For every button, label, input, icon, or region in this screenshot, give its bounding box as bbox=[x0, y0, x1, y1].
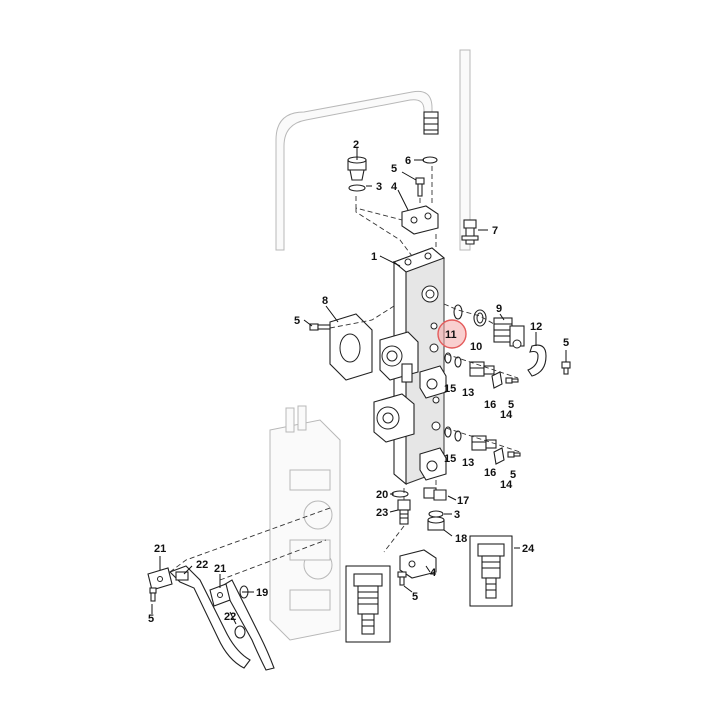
callout-14-lower: 14 bbox=[500, 479, 513, 491]
solenoid-housing-upper bbox=[379, 331, 419, 383]
callout-22-a: 22 bbox=[196, 559, 208, 571]
screw-part-14-upper bbox=[505, 377, 519, 384]
screw-part-14-lower bbox=[507, 451, 521, 458]
callout-5-lower-stack: 5 bbox=[510, 469, 516, 481]
callout-7: 7 bbox=[492, 225, 498, 237]
callout-13-upper: 13 bbox=[462, 387, 474, 399]
screw-part-5-right bbox=[561, 361, 571, 375]
callout-24: 24 bbox=[522, 543, 535, 555]
callout-5-upper-stack: 5 bbox=[508, 399, 514, 411]
callout-4-top: 4 bbox=[391, 181, 398, 193]
oring-part-15-d bbox=[454, 430, 462, 442]
valve-cartridge-part-9 bbox=[493, 317, 525, 349]
screw-part-5-top bbox=[415, 177, 425, 197]
callout-19: 19 bbox=[256, 587, 268, 599]
callout-8: 8 bbox=[322, 295, 328, 307]
fitting-group-lower bbox=[444, 426, 521, 465]
callout-17: 17 bbox=[457, 495, 469, 507]
bracket-part-4-lower bbox=[399, 549, 437, 579]
callout-21-b: 21 bbox=[214, 563, 226, 575]
callout-1: 1 bbox=[371, 251, 377, 263]
callout-16-lower: 16 bbox=[484, 467, 496, 479]
fitting-part-22-b bbox=[234, 625, 246, 639]
highlight-callout-11 bbox=[437, 319, 467, 349]
oring-part-15-b bbox=[454, 356, 462, 368]
hose-assembly bbox=[169, 507, 331, 671]
callout-18: 18 bbox=[455, 533, 467, 545]
bracket-part-21-a bbox=[147, 567, 173, 591]
adapter-part-13-upper bbox=[469, 361, 495, 377]
inset-box-left bbox=[345, 565, 391, 643]
oring-part-20 bbox=[391, 490, 409, 498]
callout-12: 12 bbox=[530, 321, 542, 333]
callout-16-upper: 16 bbox=[484, 399, 496, 411]
gasket-plate-part-8 bbox=[329, 313, 373, 381]
callout-5-lower: 5 bbox=[412, 591, 418, 603]
clip-part-12 bbox=[527, 344, 547, 377]
callout-22-b: 22 bbox=[224, 611, 236, 623]
background-valve-bank bbox=[269, 405, 341, 641]
coil-upper bbox=[419, 365, 447, 399]
oring-part-6 bbox=[422, 156, 438, 164]
bracket-part-21-b bbox=[209, 583, 231, 607]
upper-tube-faint bbox=[275, 49, 471, 251]
bracket-part-4-top bbox=[401, 205, 439, 235]
fitting-group-upper bbox=[444, 352, 519, 389]
screw-part-5-lower bbox=[397, 571, 407, 586]
callout-3-lower: 3 bbox=[454, 509, 460, 521]
callout-5-right: 5 bbox=[563, 337, 569, 349]
callout-5-top: 5 bbox=[391, 163, 397, 175]
callout-labels: 1 2 3 4 5 6 7 8 5 9 10 11 12 5 15 13 16 … bbox=[148, 139, 569, 625]
leader-lines bbox=[151, 148, 567, 625]
screw-part-5-hose bbox=[149, 587, 157, 602]
oring-part-11-a bbox=[453, 304, 463, 320]
oring-part-3-lower bbox=[428, 510, 444, 518]
nipple-part-23 bbox=[397, 499, 411, 525]
solenoid-housing-lower bbox=[373, 393, 415, 443]
callout-20: 20 bbox=[376, 489, 388, 501]
callout-15-upper: 15 bbox=[444, 383, 456, 395]
clamp-part-16-lower bbox=[493, 447, 505, 465]
fitting-part-22-a bbox=[175, 571, 189, 581]
inset-box-right bbox=[469, 535, 513, 607]
oring-part-10 bbox=[473, 309, 487, 327]
callout-5-left: 5 bbox=[294, 315, 300, 327]
plug-part-2 bbox=[347, 156, 367, 181]
elbow-part-17 bbox=[423, 487, 447, 501]
coil-lower bbox=[419, 447, 447, 481]
screw-part-5-left bbox=[309, 323, 331, 331]
callout-21-a: 21 bbox=[154, 543, 166, 555]
callout-13-lower: 13 bbox=[462, 457, 474, 469]
callout-10: 10 bbox=[470, 341, 482, 353]
callout-6: 6 bbox=[405, 155, 411, 167]
callout-2: 2 bbox=[353, 139, 359, 151]
oring-part-3 bbox=[348, 184, 366, 192]
plug-part-18 bbox=[427, 516, 445, 531]
callout-4-lower: 4 bbox=[430, 567, 437, 579]
callout-11: 11 bbox=[445, 329, 457, 341]
callout-9: 9 bbox=[496, 303, 502, 315]
callout-15-lower: 15 bbox=[444, 453, 456, 465]
callout-3-top: 3 bbox=[376, 181, 382, 193]
clamp-part-16-upper bbox=[491, 371, 503, 389]
callout-5-hose: 5 bbox=[148, 613, 154, 625]
callout-23: 23 bbox=[376, 507, 388, 519]
callout-14-upper: 14 bbox=[500, 409, 513, 421]
elbow-fitting-part-7 bbox=[461, 219, 479, 245]
upper-tube-fitting bbox=[423, 111, 439, 135]
